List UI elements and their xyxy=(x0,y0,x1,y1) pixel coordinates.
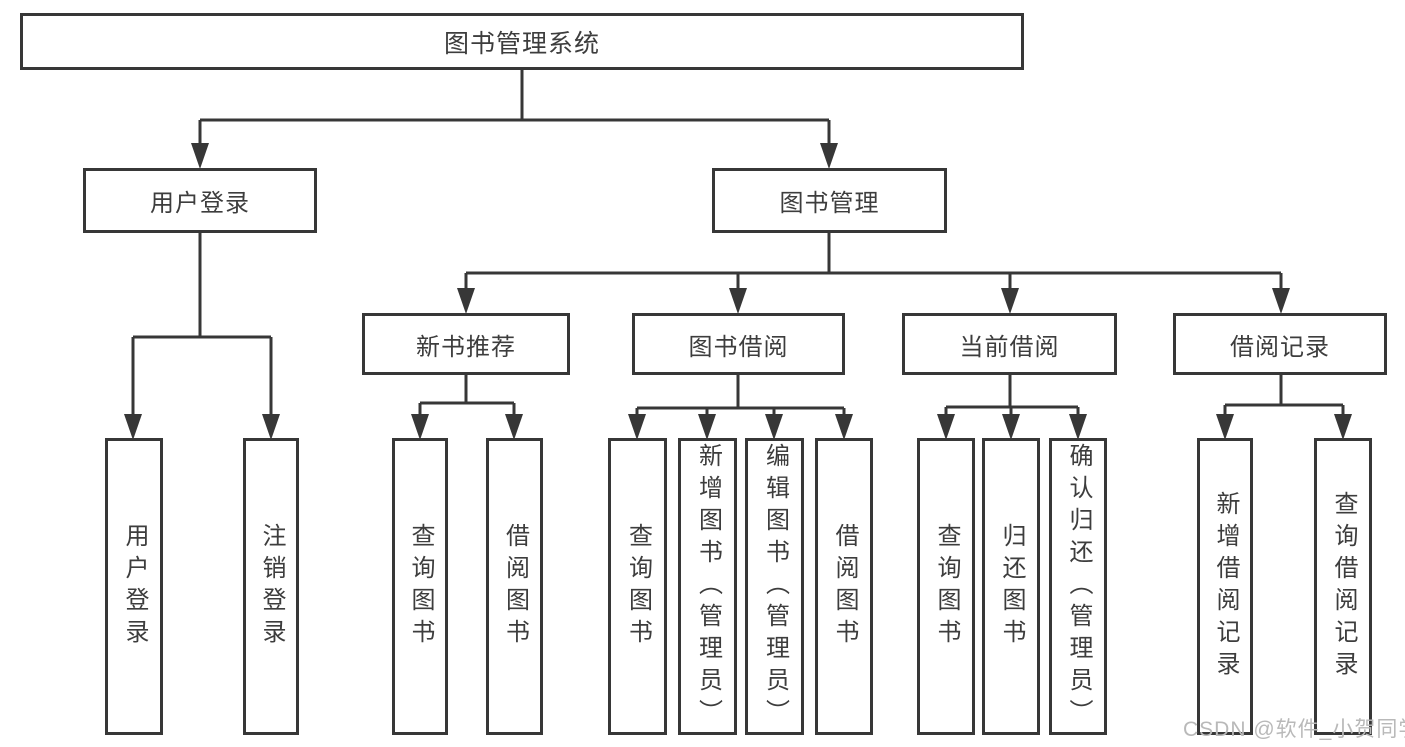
leaf-borrow-books: 借阅图书 xyxy=(486,438,543,735)
node-user-login: 用户登录 xyxy=(83,168,317,233)
node-book-management: 图书管理 xyxy=(712,168,947,233)
leaf-query-books: 查询图书 xyxy=(917,438,975,735)
leaf-query-borrow-record: 查询借阅记录 xyxy=(1314,438,1372,735)
node-label: 图书管理系统 xyxy=(443,29,600,58)
node-label: 查询借阅记录 xyxy=(1330,490,1357,683)
node-label: 确认归还（管理员） xyxy=(1065,442,1092,731)
leaf-confirm-return-admin: 确认归还（管理员） xyxy=(1049,438,1107,735)
arrow-down-icon xyxy=(1001,288,1019,314)
node-label: 借阅图书 xyxy=(501,522,529,651)
leaf-edit-books-admin: 编辑图书（管理员） xyxy=(745,438,804,735)
node-label: 当前借阅 xyxy=(959,333,1060,361)
leaf-query-books: 查询图书 xyxy=(608,438,667,735)
node-label: 借阅记录 xyxy=(1230,333,1330,361)
leaf-add-books-admin: 新增图书（管理员） xyxy=(678,438,737,735)
node-label: 新增图书（管理员） xyxy=(694,442,722,731)
csdn-watermark: CSDN @软件_小贺同学 xyxy=(1183,718,1405,741)
node-label: 新书推荐 xyxy=(416,333,516,361)
node-label: 新增借阅记录 xyxy=(1212,490,1239,683)
connector-paths xyxy=(131,69,1345,416)
node-label: 图书借阅 xyxy=(688,333,789,361)
arrow-down-icon xyxy=(262,414,280,440)
arrow-down-icon xyxy=(457,288,475,314)
node-label: 注销登录 xyxy=(258,522,285,651)
node-label: 借阅图书 xyxy=(831,522,858,651)
node-label: 归还图书 xyxy=(998,522,1025,651)
arrow-down-icon xyxy=(124,414,142,440)
node-label: 用户登录 xyxy=(150,190,250,217)
leaf-return-books: 归还图书 xyxy=(982,438,1040,735)
node-borrowing-records: 借阅记录 xyxy=(1173,313,1387,375)
leaf-query-books: 查询图书 xyxy=(392,438,448,735)
node-library-management-system: 图书管理系统 xyxy=(20,13,1024,70)
arrow-down-icon xyxy=(1216,414,1234,440)
arrow-down-icon xyxy=(698,414,716,440)
node-new-book-recommendation: 新书推荐 xyxy=(362,313,570,375)
node-label: 查询图书 xyxy=(624,522,652,651)
arrow-down-icon xyxy=(1334,414,1352,440)
arrow-down-icon xyxy=(765,414,783,440)
arrow-down-icon xyxy=(1002,414,1020,440)
node-label: 查询图书 xyxy=(933,522,960,651)
leaf-add-borrow-record: 新增借阅记录 xyxy=(1197,438,1253,735)
node-label: 查询图书 xyxy=(407,522,434,651)
node-label: 编辑图书（管理员） xyxy=(761,442,789,731)
node-book-borrowing: 图书借阅 xyxy=(632,313,845,375)
node-current-borrowing: 当前借阅 xyxy=(902,313,1117,375)
leaf-logout: 注销登录 xyxy=(243,438,299,735)
arrow-down-icon xyxy=(411,414,429,440)
arrowheads xyxy=(124,143,1352,440)
arrow-down-icon xyxy=(820,143,838,169)
arrow-down-icon xyxy=(505,414,523,440)
arrow-down-icon xyxy=(729,288,747,314)
arrow-down-icon xyxy=(1069,414,1087,440)
leaf-borrow-books: 借阅图书 xyxy=(815,438,873,735)
leaf-user-login: 用户登录 xyxy=(105,438,163,735)
arrow-down-icon xyxy=(937,414,955,440)
arrow-down-icon xyxy=(191,143,209,169)
arrow-down-icon xyxy=(1272,288,1290,314)
arrow-down-icon xyxy=(835,414,853,440)
node-label: 用户登录 xyxy=(121,522,148,651)
arrow-down-icon xyxy=(628,414,646,440)
node-label: 图书管理 xyxy=(779,190,880,217)
